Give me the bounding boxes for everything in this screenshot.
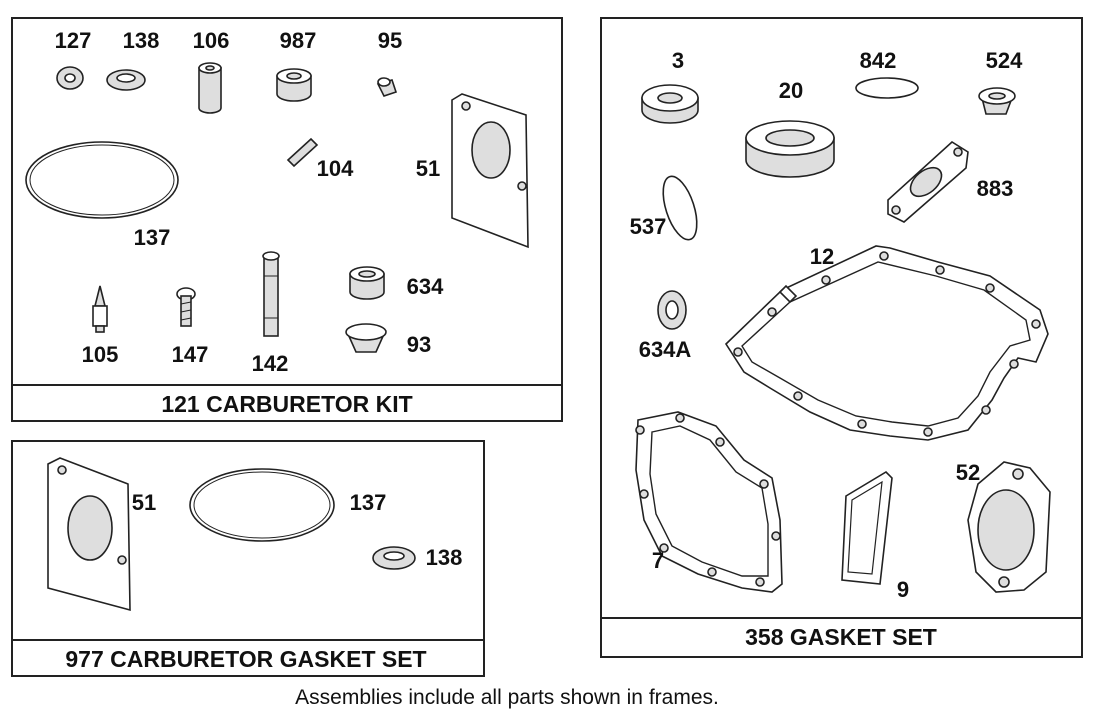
part-51-plate-gasket-icon — [47, 457, 131, 612]
frame-border — [11, 440, 485, 677]
part-52-gasket-icon — [967, 461, 1051, 593]
part-label-52: 52 — [956, 460, 980, 485]
part-104-pin-icon — [286, 137, 319, 168]
part-label-9: 9 — [897, 577, 909, 602]
part-142-tube-icon — [262, 251, 280, 337]
part-label-842: 842 — [860, 48, 897, 73]
frame-carburetor-gasket-set: 977 CARBURETOR GASKET SET 51 137 138 — [11, 440, 485, 677]
part-label-147: 147 — [172, 342, 209, 367]
part-634a-washer-icon — [657, 290, 687, 330]
part-label-95: 95 — [378, 28, 402, 53]
part-883-flange-gasket-icon — [887, 141, 969, 223]
frame-gasket-set: 358 GASKET SET 3 20 842 524 — [600, 17, 1083, 658]
part-label-537: 537 — [630, 214, 667, 239]
part-label-7: 7 — [652, 548, 664, 573]
part-51-plate-gasket-icon — [451, 93, 529, 249]
part-label-634: 634 — [407, 274, 444, 299]
part-label-137: 137 — [134, 225, 171, 250]
frame-border — [600, 17, 1083, 658]
part-label-12: 12 — [810, 244, 834, 269]
part-label-3: 3 — [672, 48, 684, 73]
part-label-106: 106 — [193, 28, 230, 53]
part-93-plug-icon — [345, 323, 387, 353]
part-634-sleeve-icon — [349, 266, 385, 300]
part-3-seal-icon — [641, 84, 699, 124]
part-524-plug-icon — [978, 87, 1016, 115]
part-label-634a: 634A — [639, 337, 692, 362]
part-label-51: 51 — [416, 156, 440, 181]
part-label-524: 524 — [986, 48, 1023, 73]
frame-border — [11, 17, 563, 422]
part-987-spacer-icon — [276, 68, 312, 102]
part-106-bushing-icon — [198, 62, 222, 114]
frame-carburetor-kit: 121 CARBURETOR KIT 127 138 106 987 — [11, 17, 563, 422]
part-138-washer-icon — [372, 546, 416, 570]
frame-title-gasket-set: 358 GASKET SET — [745, 624, 937, 650]
part-138-washer-icon — [106, 69, 146, 91]
part-127-washer-icon — [56, 66, 84, 90]
part-842-ring-icon — [855, 77, 919, 99]
frame-title-carburetor-gasket-set: 977 CARBURETOR GASKET SET — [65, 646, 426, 672]
part-label-93: 93 — [407, 332, 431, 357]
part-9-gasket-icon — [841, 470, 893, 585]
frame-title-carburetor-kit: 121 CARBURETOR KIT — [161, 391, 412, 417]
part-label-138: 138 — [123, 28, 160, 53]
part-label-138: 138 — [426, 545, 463, 570]
part-label-137: 137 — [350, 490, 387, 515]
part-label-883: 883 — [977, 176, 1014, 201]
part-147-screw-icon — [176, 287, 196, 327]
part-20-seal-icon — [745, 120, 835, 178]
footer-note: Assemblies include all parts shown in fr… — [295, 686, 719, 709]
part-label-20: 20 — [779, 78, 803, 103]
part-537-ring-icon — [662, 175, 698, 241]
part-label-104: 104 — [317, 156, 354, 181]
part-7-head-gasket-icon — [635, 411, 783, 593]
part-label-127: 127 — [55, 28, 92, 53]
part-137-o-ring-icon — [189, 468, 335, 542]
part-label-987: 987 — [280, 28, 317, 53]
part-12-crankcase-gasket-icon — [724, 245, 1049, 441]
part-105-needle-icon — [92, 285, 108, 333]
part-label-142: 142 — [252, 351, 289, 376]
part-95-screw-icon — [376, 77, 398, 97]
part-137-o-ring-icon — [25, 141, 179, 219]
part-label-105: 105 — [82, 342, 119, 367]
part-label-51: 51 — [132, 490, 156, 515]
